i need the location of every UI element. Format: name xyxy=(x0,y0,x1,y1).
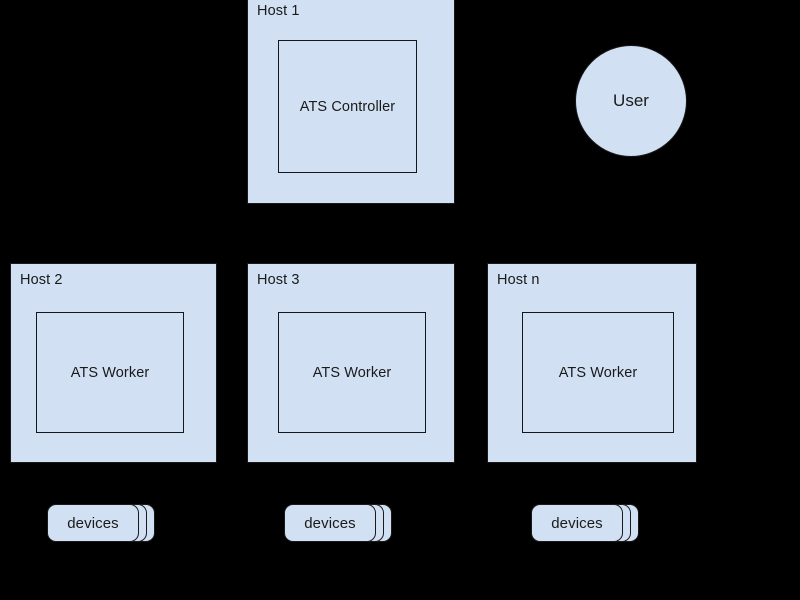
component-box-ats-worker-2[interactable]: ATS Worker xyxy=(278,312,426,433)
devices-label-n: devices xyxy=(551,514,603,532)
devices-label-2: devices xyxy=(304,514,356,532)
devices-label-1: devices xyxy=(67,514,119,532)
host-label-n: Host n xyxy=(497,272,540,288)
devices-stack-1[interactable]: devices xyxy=(47,504,167,542)
host-label-2: Host 2 xyxy=(20,272,63,288)
devices-card-front[interactable]: devices xyxy=(284,504,376,542)
component-label-ats-worker-1: ATS Worker xyxy=(70,364,150,381)
actor-user[interactable]: User xyxy=(575,45,687,157)
component-box-ats-worker-n[interactable]: ATS Worker xyxy=(522,312,674,433)
devices-stack-2[interactable]: devices xyxy=(284,504,404,542)
component-label-ats-worker-2: ATS Worker xyxy=(312,364,392,381)
component-label-ats-controller: ATS Controller xyxy=(299,98,396,115)
component-box-ats-worker-1[interactable]: ATS Worker xyxy=(36,312,184,433)
devices-card-front[interactable]: devices xyxy=(47,504,139,542)
host-label-1: Host 1 xyxy=(257,3,300,19)
component-box-ats-controller[interactable]: ATS Controller xyxy=(278,40,417,173)
devices-stack-n[interactable]: devices xyxy=(531,504,651,542)
host-label-3: Host 3 xyxy=(257,272,300,288)
devices-card-front[interactable]: devices xyxy=(531,504,623,542)
actor-user-label: User xyxy=(613,91,649,110)
component-label-ats-worker-n: ATS Worker xyxy=(558,364,638,381)
